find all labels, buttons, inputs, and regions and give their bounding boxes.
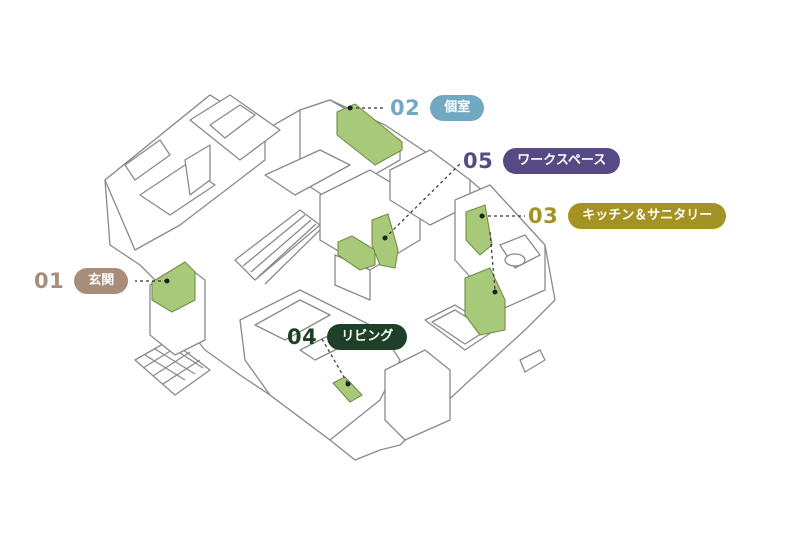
workspace-highlight-a [337, 235, 376, 271]
callout-02: 02 個室 [390, 95, 485, 121]
callout-03: 03 キッチン＆サニタリー [528, 203, 727, 229]
leader-05 [384, 161, 463, 239]
leader-03b [489, 231, 496, 291]
area-label-private-room[interactable]: 個室 [430, 95, 485, 121]
area-number: 03 [528, 204, 559, 228]
living-highlight [332, 376, 363, 403]
entrance-porch [134, 339, 211, 396]
kitchen-highlight-upper [465, 204, 493, 256]
area-label-kitchen-sanitary[interactable]: キッチン＆サニタリー [568, 203, 727, 229]
callout-01: 01 玄関 [34, 268, 129, 294]
callout-04: 04 リビング [287, 324, 408, 350]
entrance-highlight [151, 261, 196, 313]
kitchen-highlight-lower [464, 267, 506, 336]
leader-04 [321, 338, 349, 385]
private-room-highlight [336, 103, 403, 166]
area-label-living[interactable]: リビング [327, 324, 408, 350]
area-label-workspace[interactable]: ワークスペース [503, 148, 621, 174]
callout-05: 05 ワークスペース [463, 148, 621, 174]
area-number: 02 [390, 96, 421, 120]
area-label-entrance[interactable]: 玄関 [74, 268, 129, 294]
area-number: 05 [463, 149, 494, 173]
area-number: 04 [287, 325, 318, 349]
area-number: 01 [34, 269, 65, 293]
workspace-highlight-b [371, 213, 399, 269]
